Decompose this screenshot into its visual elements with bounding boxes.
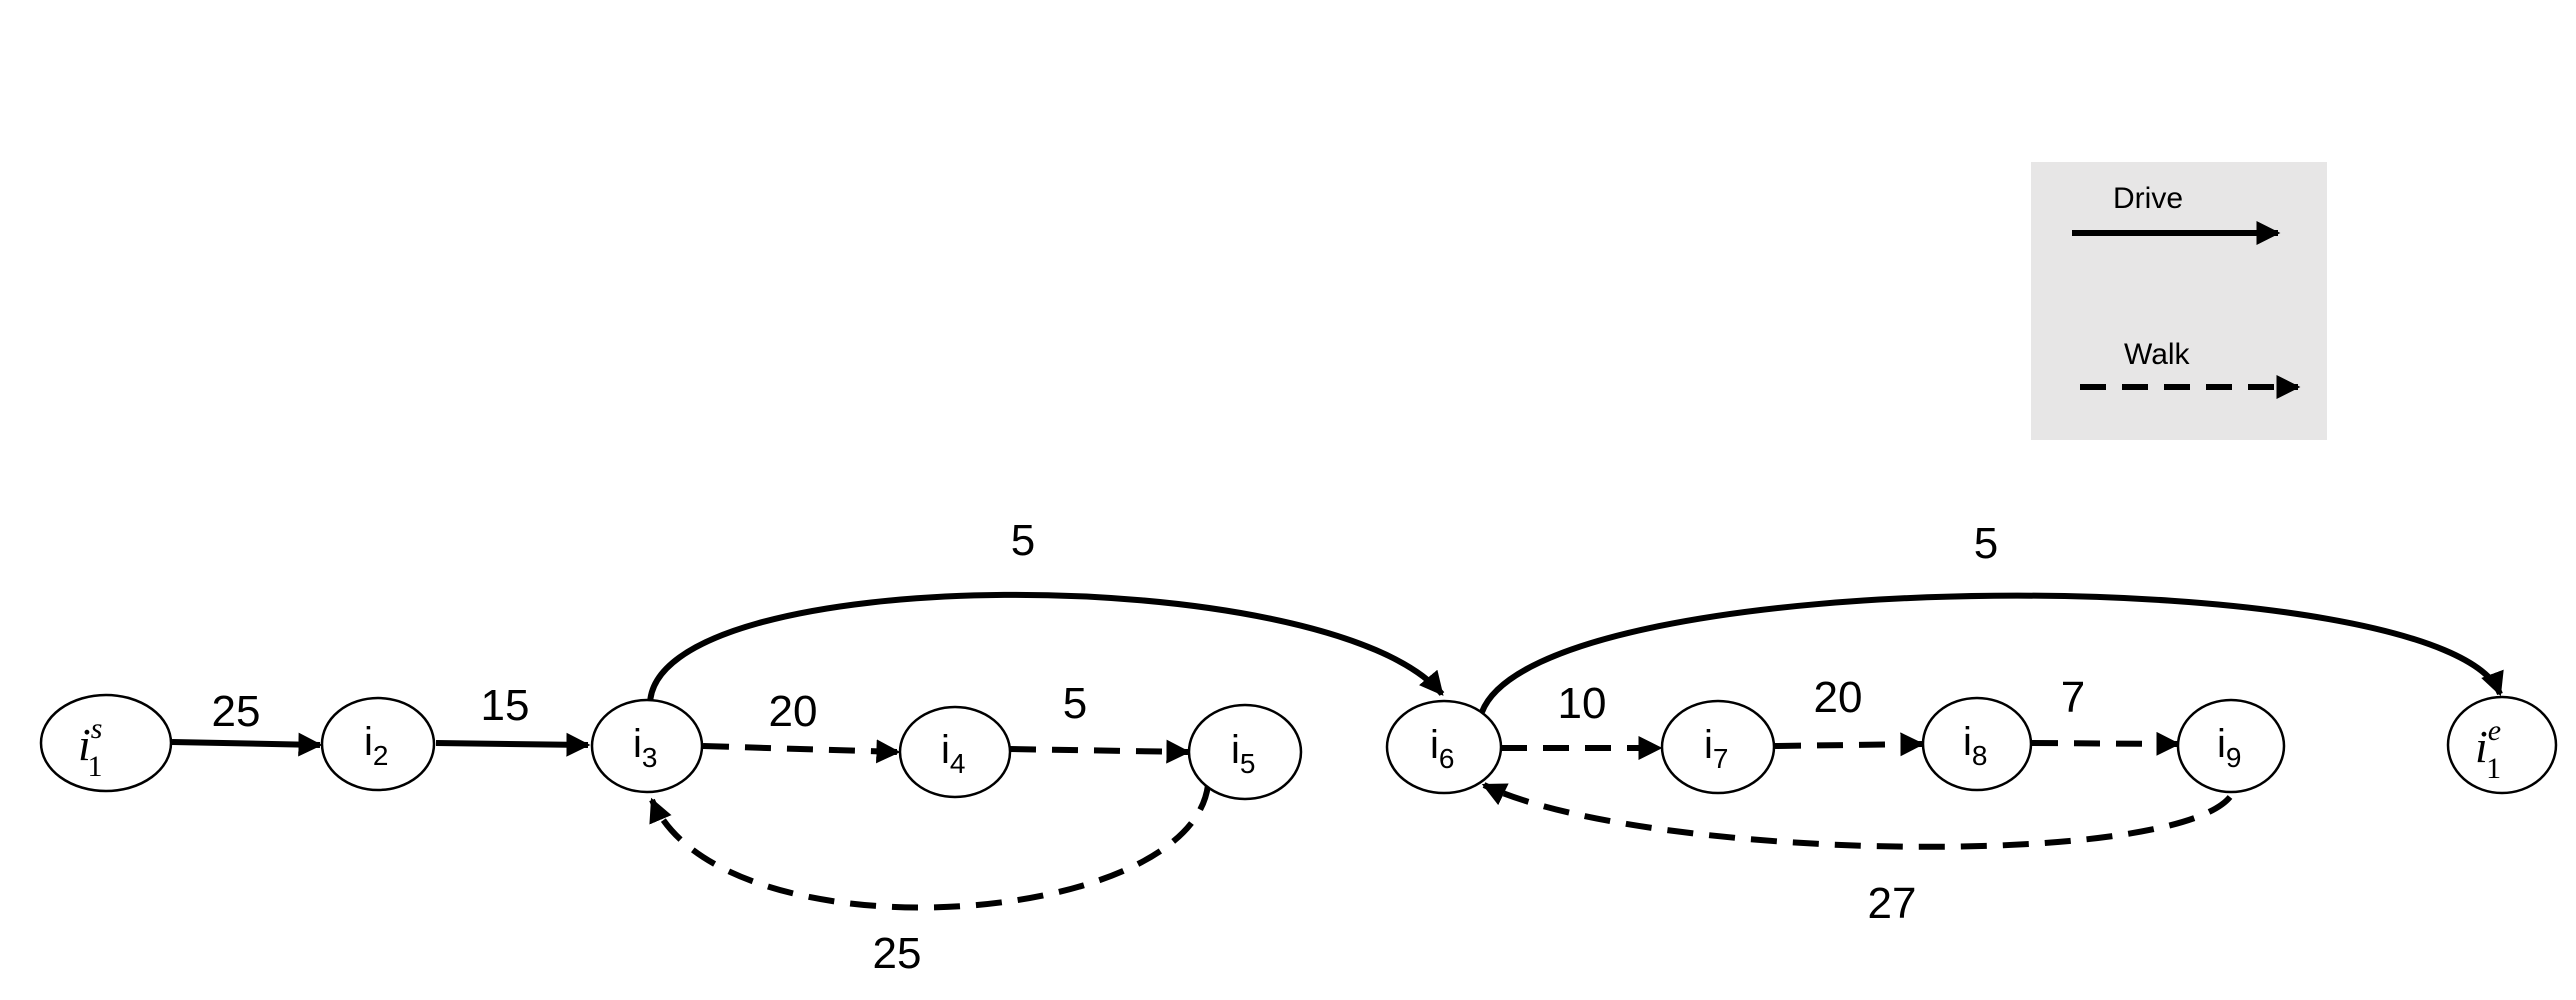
edge-i9-i6 (1481, 782, 2233, 850)
node-i5-base: i (1231, 728, 1240, 772)
node-i1e-base: i (2475, 721, 2488, 772)
node-i9: i9 (2176, 698, 2286, 794)
edge-i3-i6 (647, 591, 1445, 706)
node-i5-sub: 5 (1240, 748, 1256, 779)
edge-weight-i7-i8: 20 (1814, 673, 1863, 722)
node-i2: i2 (320, 696, 436, 792)
svg-text:i7: i7 (1704, 723, 1728, 774)
svg-text:i3: i3 (633, 722, 657, 773)
edge-i1s-i2 (171, 732, 323, 757)
node-i1s-base: i (78, 719, 91, 770)
node-i6: i6 (1385, 699, 1503, 795)
legend: Drive Walk (2031, 162, 2327, 440)
edge-weight-i6-i7: 10 (1558, 679, 1607, 728)
edge-weight-i1s-i2: 25 (212, 687, 261, 736)
node-i2-base: i (364, 720, 373, 764)
edge-i6-i1e (1479, 592, 2504, 714)
node-i8-sub: 8 (1972, 740, 1988, 771)
edges: 25 15 20 5 25 5 10 20 7 27 5 (171, 516, 2504, 978)
edge-i8-i9 (2031, 731, 2181, 756)
node-i1e-sub: 1 (2486, 752, 2501, 785)
edge-weight-i3-i4: 20 (769, 687, 818, 736)
node-i5: i5 (1187, 703, 1303, 801)
svg-text:i6: i6 (1430, 723, 1454, 774)
edge-weight-i4-i5: 5 (1063, 679, 1087, 728)
node-i7-base: i (1704, 723, 1713, 767)
edge-i4-i5 (1009, 739, 1191, 764)
edge-i2-i3 (435, 732, 591, 757)
edge-i3-i4 (702, 739, 901, 764)
node-i7-sub: 7 (1713, 743, 1729, 774)
node-i1e: ie 1 (2446, 695, 2558, 795)
edge-weight-i2-i3: 15 (481, 681, 530, 730)
node-i4: i4 (898, 705, 1012, 799)
node-i1s: is 1 (39, 693, 173, 793)
node-i6-sub: 6 (1439, 743, 1455, 774)
edge-weight-i9-i6: 27 (1868, 879, 1917, 928)
node-i3-sub: 3 (642, 742, 658, 773)
legend-walk-label: Walk (2124, 338, 2191, 371)
svg-text:i5: i5 (1231, 728, 1255, 779)
svg-text:is1: is 1 (78, 712, 102, 783)
node-i8-base: i (1963, 720, 1972, 764)
edge-weight-i6-i1e: 5 (1974, 519, 1998, 568)
node-i6-base: i (1430, 723, 1439, 767)
svg-text:ie1: ie 1 (2475, 714, 2501, 785)
svg-text:i9: i9 (2217, 722, 2241, 773)
svg-text:i2: i2 (364, 720, 388, 771)
node-i3-base: i (633, 722, 642, 766)
node-i4-sub: 4 (950, 748, 966, 779)
node-i2-sub: 2 (373, 740, 389, 771)
svg-text:i8: i8 (1963, 720, 1987, 771)
edge-i5-i3 (649, 784, 1211, 911)
node-i1s-sub: 1 (87, 750, 102, 783)
edge-weight-i3-i6: 5 (1011, 516, 1035, 565)
node-i7: i7 (1660, 699, 1776, 795)
node-i4-base: i (941, 728, 950, 772)
edge-i7-i8 (1774, 732, 1925, 757)
node-i9-sub: 9 (2226, 742, 2242, 773)
node-i1s-sup: s (91, 712, 103, 745)
legend-drive-label: Drive (2113, 182, 2183, 215)
node-i8: i8 (1921, 696, 2033, 792)
edge-weight-i5-i3: 25 (873, 929, 922, 978)
node-i3: i3 (590, 698, 704, 794)
node-i1e-sup: e (2488, 714, 2501, 747)
edge-weight-i8-i9: 7 (2061, 673, 2085, 722)
svg-text:i4: i4 (941, 728, 965, 779)
node-i9-base: i (2217, 722, 2226, 766)
